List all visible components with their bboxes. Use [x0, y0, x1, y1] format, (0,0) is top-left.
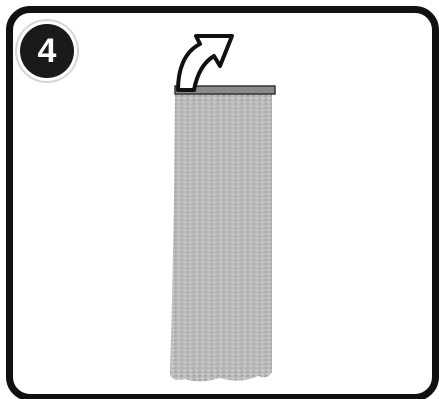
curved-arrow-up-right-icon [178, 36, 232, 90]
fabric-texture-overlay [176, 100, 270, 370]
